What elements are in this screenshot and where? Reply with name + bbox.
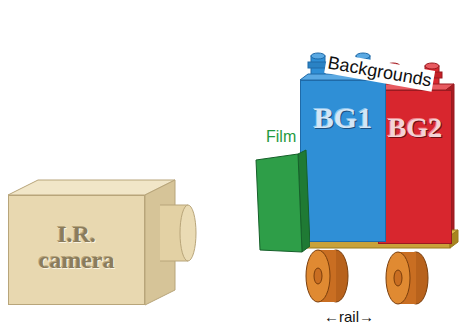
background-panel: BG1 [300, 80, 386, 242]
text-holder: I.R. camera [9, 221, 144, 274]
background-panel: BG2 [378, 90, 452, 244]
node-text: BG2 [379, 113, 451, 144]
node-text: I.R. camera [31, 221, 123, 274]
camera-lens [160, 205, 196, 261]
camera-box: I.R. camera [8, 195, 145, 305]
film-outline [252, 128, 310, 254]
rail-label: ←rail→ [322, 308, 376, 325]
film-plate: Film [252, 128, 310, 254]
text-holder: BG1 [301, 101, 385, 134]
text-holder: Film [266, 128, 296, 146]
cart-wheels [306, 250, 428, 304]
film-face [256, 154, 302, 252]
node-text: Film [266, 128, 296, 146]
text-holder: BG2 [379, 113, 451, 144]
node-text: BG1 [301, 101, 385, 134]
